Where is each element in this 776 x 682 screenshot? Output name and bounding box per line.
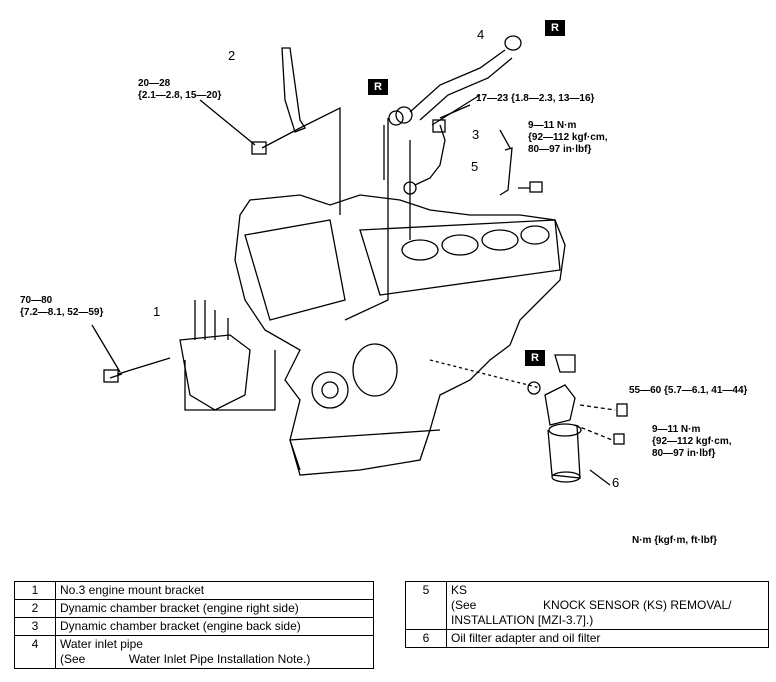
part-name-line1: KS: [451, 583, 468, 597]
torque-3-line1: 9—11 N·m: [528, 120, 577, 131]
table-row: 1 No.3 engine mount bracket: [14, 581, 374, 600]
torque-1-line2: {7.2—8.1, 52—59}: [20, 307, 104, 318]
part-name-line1: Water inlet pipe: [60, 637, 143, 651]
part-number: 4: [14, 635, 56, 669]
callout-4: 4: [477, 27, 485, 42]
cylinder-head-left: [244, 219, 346, 321]
torque-1: 70—80 {7.2—8.1, 52—59}: [20, 295, 103, 319]
torque-6a: 55—60 {5.7—6.1, 41—44}: [629, 385, 748, 396]
r-mark: R: [368, 79, 388, 95]
dynamic-chamber-bracket-back: [499, 147, 513, 196]
part-number: 5: [405, 581, 447, 630]
table-row: 4 Water inlet pipe (See Water Inlet Pipe…: [14, 635, 374, 669]
part-name: Oil filter adapter and oil filter: [446, 629, 769, 648]
torque-6b-line2: {92—112 kgf·cm,: [652, 436, 732, 447]
callout-6: 6: [612, 475, 620, 490]
dynamic-chamber-bracket-right: [281, 47, 306, 133]
part-number: 3: [14, 617, 56, 636]
engine-block: [234, 194, 566, 476]
part-number: 2: [14, 599, 56, 618]
torque-3-line3: 80—97 in·lbf}: [528, 144, 592, 155]
engine-mount-bracket: [179, 334, 251, 411]
torque-3-line2: {92—112 kgf·cm,: [528, 132, 608, 143]
parts-table-right: 5 KS (See KNOCK SENSOR (KS) REMOVAL/ INS…: [405, 581, 769, 648]
torque-6b: 9—11 N·m {92—112 kgf·cm, 80—97 in·lbf}: [652, 424, 732, 460]
torque-1-line1: 70—80: [20, 295, 53, 306]
callout-5: 5: [471, 159, 479, 174]
part-name-line3: INSTALLATION [MZI-3.7].): [451, 613, 594, 627]
torque-6b-line1: 9—11 N·m: [652, 424, 701, 435]
part-name: Dynamic chamber bracket (engine right si…: [55, 599, 374, 618]
engine-diagram: 2 4 3 5 1 6 R R R 20—28 {2.1—2.8, 15—20}…: [20, 20, 748, 546]
callout-3: 3: [472, 127, 480, 142]
callout-1: 1: [153, 304, 161, 319]
r-mark: R: [525, 350, 545, 366]
torque-3: 9—11 N·m {92—112 kgf·cm, 80—97 in·lbf}: [528, 120, 608, 156]
torque-2-line1: 20—28: [138, 78, 171, 89]
knock-sensor-link[interactable]: (See KNOCK SENSOR (KS) REMOVAL/: [451, 598, 732, 612]
callout-2: 2: [228, 48, 236, 63]
torque-2-line2: {2.1—2.8, 15—20}: [138, 90, 222, 101]
table-row: 3 Dynamic chamber bracket (engine back s…: [14, 617, 374, 636]
part-name: Water inlet pipe (See Water Inlet Pipe I…: [55, 635, 374, 669]
part-name: Dynamic chamber bracket (engine back sid…: [55, 617, 374, 636]
part-number: 1: [14, 581, 56, 600]
oil-filter: [547, 424, 581, 479]
torque-5: 17—23 {1.8—2.3, 13—16}: [476, 93, 595, 104]
water-inlet-pipe: [409, 49, 513, 121]
r-mark: R: [545, 20, 565, 36]
units-note: N·m {kgf·m, ft·lbf}: [632, 535, 717, 546]
torque-2: 20—28 {2.1—2.8, 15—20}: [138, 78, 221, 102]
torque-6b-line3: 80—97 in·lbf}: [652, 448, 716, 459]
cylinder-head-right: [359, 219, 561, 296]
table-row: 6 Oil filter adapter and oil filter: [405, 629, 769, 648]
oil-filter-adapter: [544, 384, 576, 426]
part-name: No.3 engine mount bracket: [55, 581, 374, 600]
part-number: 6: [405, 629, 447, 648]
water-inlet-pipe-note-link[interactable]: (See Water Inlet Pipe Installation Note.…: [60, 652, 311, 666]
table-row: 2 Dynamic chamber bracket (engine right …: [14, 599, 374, 618]
part-name: KS (See KNOCK SENSOR (KS) REMOVAL/ INSTA…: [446, 581, 769, 630]
knock-sensor: [414, 124, 446, 186]
engine-drawing: [91, 35, 628, 486]
parts-table-left: 1 No.3 engine mount bracket 2 Dynamic ch…: [14, 581, 374, 669]
table-row: 5 KS (See KNOCK SENSOR (KS) REMOVAL/ INS…: [405, 581, 769, 630]
